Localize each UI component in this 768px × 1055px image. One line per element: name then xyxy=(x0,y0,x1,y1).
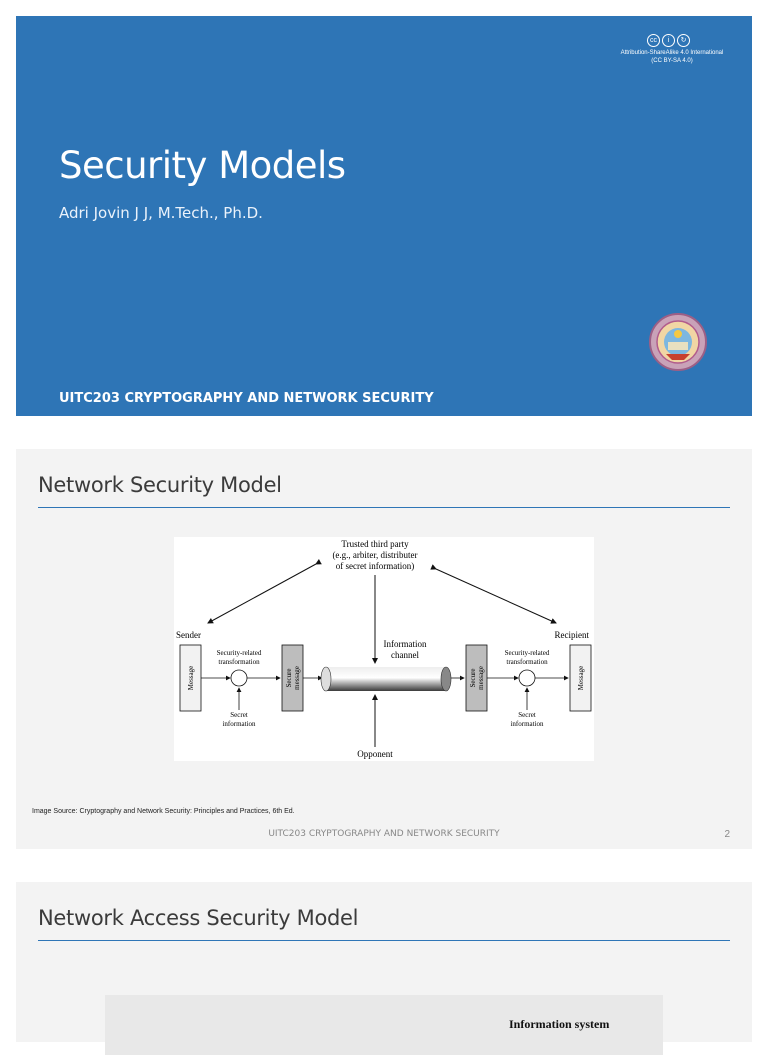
network-security-diagram: Trusted third party (e.g., arbiter, dist… xyxy=(174,537,594,761)
sender-secret-label-1: Secret xyxy=(230,711,248,719)
by-icon: i xyxy=(662,34,675,47)
slide-title: Network Access Security Model xyxy=(38,906,359,930)
author-name: Adri Jovin J J, M.Tech., Ph.D. xyxy=(59,204,263,222)
recipient-label: Recipient xyxy=(555,630,590,640)
access-model-diagram: Information system xyxy=(105,995,663,1055)
sender-secure-text-1: Secure xyxy=(285,668,293,687)
information-channel-pipe xyxy=(326,667,446,691)
recipient-transform-label-2: transformation xyxy=(506,658,548,666)
presentation-title: Security Models xyxy=(59,144,346,187)
title-divider xyxy=(38,940,730,941)
channel-label-2: channel xyxy=(391,650,419,660)
course-name: UITC203 CRYPTOGRAPHY AND NETWORK SECURIT… xyxy=(59,391,434,406)
recipient-secret-label-1: Secret xyxy=(518,711,536,719)
license-line-2: (CC BY-SA 4.0) xyxy=(651,58,693,64)
license-line-1: Attribution-ShareAlike 4.0 International xyxy=(620,50,724,56)
trusted-party-label-2: (e.g., arbiter, distributer xyxy=(332,550,417,560)
sender-secret-label-2: information xyxy=(222,720,256,728)
recipient-transform-label-1: Security-related xyxy=(505,649,550,657)
cc-icon: cc xyxy=(647,34,660,47)
recipient-secure-text-2: message xyxy=(477,666,485,690)
page-number: 2 xyxy=(724,829,730,840)
sa-icon: ↻ xyxy=(677,34,690,47)
image-source-caption: Image Source: Cryptography and Network S… xyxy=(32,808,295,815)
channel-label-1: Information xyxy=(384,639,427,649)
sender-transform-label-1: Security-related xyxy=(217,649,262,657)
trusted-party-label-1: Trusted third party xyxy=(341,539,409,549)
title-slide: cc i ↻ Attribution-ShareAlike 4.0 Intern… xyxy=(16,16,752,416)
license-text: Attribution-ShareAlike 4.0 International… xyxy=(602,49,742,65)
license-badge[interactable]: cc i ↻ Attribution-ShareAlike 4.0 Intern… xyxy=(602,34,742,65)
recipient-message-text: Message xyxy=(577,666,585,691)
sender-secure-text-2: message xyxy=(293,666,301,690)
slide-footer: UITC203 CRYPTOGRAPHY AND NETWORK SECURIT… xyxy=(268,829,500,839)
sender-transform-label-2: transformation xyxy=(218,658,260,666)
sender-transform-node xyxy=(230,669,248,687)
sender-label: Sender xyxy=(176,630,201,640)
recipient-secure-text-1: Secure xyxy=(469,668,477,687)
sender-message-text: Message xyxy=(187,666,195,691)
opponent-label: Opponent xyxy=(357,749,393,759)
slide-title: Network Security Model xyxy=(38,473,282,497)
title-divider xyxy=(38,507,730,508)
network-security-model-slide: Network Security Model Trusted third par… xyxy=(16,449,752,849)
sender-trust-arrow xyxy=(207,558,322,624)
network-access-security-model-slide: Network Access Security Model Informatio… xyxy=(16,882,752,1055)
information-system-label: Information system xyxy=(509,1017,610,1031)
recipient-message-box xyxy=(569,644,592,712)
institute-seal-logo xyxy=(649,313,707,371)
recipient-secret-label-2: information xyxy=(510,720,544,728)
recipient-trust-arrow xyxy=(430,564,557,624)
recipient-transform-node xyxy=(518,669,536,687)
trusted-party-label-3: of secret information) xyxy=(336,561,414,571)
